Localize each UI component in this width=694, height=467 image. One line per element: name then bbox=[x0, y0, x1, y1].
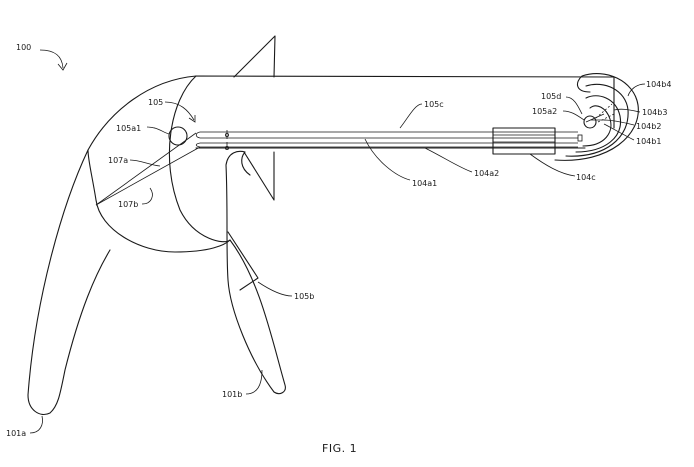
wire-107a bbox=[95, 132, 197, 206]
label-104a1: 104a1 bbox=[412, 179, 437, 188]
leader-104a2 bbox=[424, 147, 473, 173]
leader-101a bbox=[29, 415, 43, 434]
trigger-joint bbox=[241, 151, 251, 176]
housing-box-104c bbox=[492, 127, 556, 155]
top-fin bbox=[233, 35, 276, 78]
leader-104b2 bbox=[603, 119, 635, 126]
label-107b: 107b bbox=[118, 200, 138, 209]
label-101a: 101a bbox=[6, 429, 26, 438]
figure-caption: FIG. 1 bbox=[322, 442, 357, 455]
rod-track-lower bbox=[200, 142, 578, 148]
label-104b3: 104b3 bbox=[642, 108, 667, 117]
rod-end-pin-b bbox=[224, 145, 229, 150]
handle-101a-outline bbox=[27, 75, 615, 415]
rod-left-caps bbox=[195, 131, 201, 148]
leader-105a2 bbox=[562, 110, 585, 121]
label-105d: 105d bbox=[541, 92, 561, 101]
leader-104b4 bbox=[627, 83, 646, 97]
label-107a: 107a bbox=[108, 156, 128, 165]
label-104c: 104c bbox=[576, 173, 596, 182]
leader-105c bbox=[399, 103, 423, 129]
leader-100-arrow bbox=[57, 62, 68, 71]
leader-105b bbox=[257, 281, 293, 297]
wire-107b bbox=[95, 146, 201, 206]
leader-100 bbox=[39, 49, 64, 69]
rod-track-upper bbox=[200, 131, 578, 139]
leader-101b bbox=[245, 369, 263, 395]
leader-104b1 bbox=[603, 123, 635, 141]
leader-105-arrow bbox=[188, 115, 196, 123]
label-104b4: 104b4 bbox=[646, 80, 671, 89]
leader-105 bbox=[164, 101, 195, 121]
rod-end-pin-a bbox=[224, 132, 229, 137]
jaw-104b2 bbox=[575, 95, 622, 153]
label-101b: 101b bbox=[222, 390, 242, 399]
label-100: 100 bbox=[16, 43, 31, 52]
leader-104a1 bbox=[364, 138, 411, 181]
leader-104b3 bbox=[613, 108, 641, 113]
spring-105b bbox=[227, 231, 259, 291]
pivot-105a2 bbox=[583, 115, 597, 129]
jaw-104b4 bbox=[554, 72, 639, 161]
label-105: 105 bbox=[148, 98, 163, 107]
housing-box-lines bbox=[493, 134, 555, 149]
handle-web-curve bbox=[95, 199, 231, 253]
leader-105a1 bbox=[146, 126, 170, 135]
jaw-104b1 bbox=[582, 105, 612, 147]
pivot-105a1 bbox=[168, 126, 188, 146]
bottom-fin bbox=[243, 151, 275, 201]
leader-105d bbox=[565, 96, 583, 115]
handle-inner-line bbox=[87, 149, 97, 201]
leader-107a bbox=[129, 159, 161, 167]
label-104b2: 104b2 bbox=[636, 122, 661, 131]
label-104a2: 104a2 bbox=[474, 169, 499, 178]
label-105b: 105b bbox=[294, 292, 314, 301]
leader-107b bbox=[141, 187, 153, 205]
leader-104c bbox=[529, 153, 576, 177]
label-105c: 105c bbox=[424, 100, 444, 109]
trigger-101b-outline bbox=[168, 75, 286, 395]
label-104b1: 104b1 bbox=[636, 137, 661, 146]
tip-dashes bbox=[595, 103, 615, 123]
end-pin bbox=[577, 134, 583, 142]
label-105a1: 105a1 bbox=[116, 124, 141, 133]
label-105a2: 105a2 bbox=[532, 107, 557, 116]
